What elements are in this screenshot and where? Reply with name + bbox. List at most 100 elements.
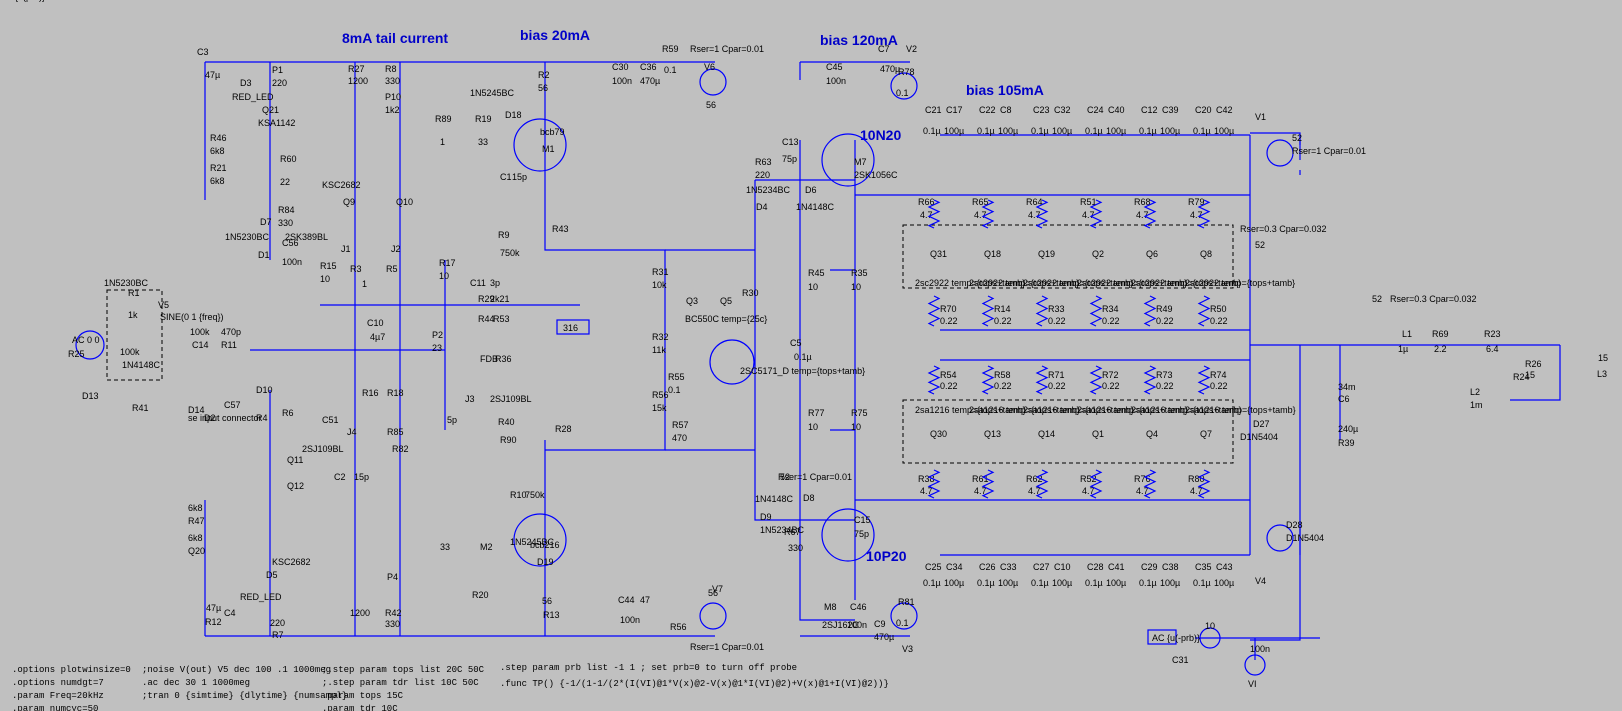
component-label: R26 (1525, 359, 1542, 369)
component-label: 1 (440, 137, 445, 147)
component-label: 2.2 (1434, 344, 1447, 354)
component-label: R8 (385, 64, 397, 74)
component-label: 1k2 (385, 105, 400, 115)
emitter-resistor-label: R74 (1210, 370, 1227, 380)
emitter-resistor-label: R34 (1102, 304, 1119, 314)
source-ii-symbol (1244, 654, 1266, 676)
component-label: 100n (620, 615, 640, 625)
component-label: P4 (387, 572, 398, 582)
spice-directive: ;noise V(out) V5 dec 100 .1 1000meg (142, 665, 331, 675)
component-label: 15p (512, 172, 527, 182)
component-label: 330 (788, 543, 803, 553)
component-label: 56 (708, 588, 718, 598)
base-resistor-label: R76 (1134, 474, 1151, 484)
component-label: 220 (270, 618, 285, 628)
component-label: J4 (347, 427, 357, 437)
base-resistor-symbol (1143, 199, 1157, 229)
component-label: 52 (1372, 294, 1382, 304)
component-label: D9 (760, 512, 772, 522)
component-label: 10 (808, 282, 818, 292)
component-label: R10 (510, 490, 527, 500)
component-label: C14 (192, 340, 209, 350)
component-label: 330 (385, 619, 400, 629)
cap-label: C43 (1216, 562, 1233, 572)
component-label: R28 (555, 424, 572, 434)
cap-label: C23 (1033, 105, 1050, 115)
source-v2-symbol (890, 72, 918, 100)
component-label: R47 (188, 516, 205, 526)
spice-directives: .options plotwinsize=0.options numdgt=7.… (12, 663, 889, 711)
component-label: C44 (618, 595, 635, 605)
component-label: R44 (478, 314, 495, 324)
component-label: 23 (432, 343, 442, 353)
component-label: 1200 (348, 76, 368, 86)
component-label: Q10 (396, 197, 413, 207)
component-label: C3 (197, 47, 209, 57)
component-label: 470 (672, 433, 687, 443)
cap-label: C27 (1033, 562, 1050, 572)
component-label: BC550C temp={25c} (685, 314, 767, 324)
component-label: Q11 (287, 455, 303, 465)
component-label: D7 (260, 217, 272, 227)
emitter-resistor-symbol (927, 295, 941, 327)
component-label: C36 (640, 62, 657, 72)
component-label: R55 (668, 372, 685, 382)
emitter-resistor-value: 0.22 (1102, 381, 1120, 391)
emitter-resistor-symbol (1197, 295, 1211, 327)
emitter-resistor-value: 0.22 (1102, 316, 1120, 326)
emitter-resistor-symbol (981, 295, 995, 327)
emitter-resistor-value: 0.22 (1210, 381, 1228, 391)
transistor-model: 2sa1216 temp={tops+tamb} (1131, 405, 1242, 415)
component-label: R59 (662, 44, 679, 54)
emitter-resistor-value: 0.22 (940, 381, 958, 391)
component-label: R12 (205, 617, 222, 627)
cap-value: 100µ (1214, 578, 1234, 588)
component-label: P1 (272, 65, 283, 75)
mosfet-m8-body (821, 508, 875, 562)
base-resistor-symbol (1035, 199, 1049, 229)
component-label: 0.1µ (794, 352, 812, 362)
component-label: D4 (756, 202, 768, 212)
mosfet-m2-body (513, 513, 567, 567)
component-label: R5 (386, 264, 398, 274)
base-resistor-label: R65 (972, 197, 989, 207)
base-resistor-label: R80 (1188, 474, 1205, 484)
component-label: C1 (500, 172, 512, 182)
emitter-resistor-value: 0.22 (994, 381, 1012, 391)
cap-value: 0.1µ (923, 126, 941, 136)
source-v7-symbol (699, 602, 727, 630)
transistor-label: Q8 (1200, 249, 1212, 259)
component-label: R40 (498, 417, 515, 427)
component-label: 1N5234BC (760, 525, 805, 535)
component-label: 1N5230BC (104, 278, 149, 288)
component-label: 1k (128, 310, 138, 320)
component-label: C57 (224, 400, 241, 410)
component-label: 6.4 (1486, 344, 1499, 354)
component-label: R78 (898, 67, 915, 77)
cap-value: 100µ (1160, 578, 1180, 588)
component-label: D19 (537, 557, 554, 567)
component-label: 6k8 (188, 533, 203, 543)
cap-label: C28 (1087, 562, 1104, 572)
component-label: Rser=1 Cpar=0.01 (690, 44, 764, 54)
component-label: D14 (188, 405, 205, 415)
heading-10p20: 10P20 (866, 548, 907, 564)
component-label: 34m (1338, 382, 1356, 392)
cap-label: C29 (1141, 562, 1158, 572)
component-label: 10 (1205, 621, 1215, 631)
base-resistor-value: 4.7 (974, 210, 987, 220)
transistor-model: 2sc2922 temp={tops+tamb} (1023, 278, 1133, 288)
component-label: J1 (341, 244, 351, 254)
component-label: R82 (392, 444, 409, 454)
cap-value: 100µ (998, 578, 1018, 588)
component-label: R89 (435, 114, 452, 124)
component-label: 1m (1470, 400, 1483, 410)
component-label: 1N5245BC (510, 537, 555, 547)
component-label: Q20 (188, 546, 205, 556)
component-label: R9 (498, 230, 510, 240)
base-resistor-symbol (1143, 469, 1157, 499)
component-label: 10 (851, 422, 861, 432)
component-label: R63 (755, 157, 772, 167)
component-label: 15p (354, 472, 369, 482)
cap-value: 0.1µ (977, 578, 995, 588)
